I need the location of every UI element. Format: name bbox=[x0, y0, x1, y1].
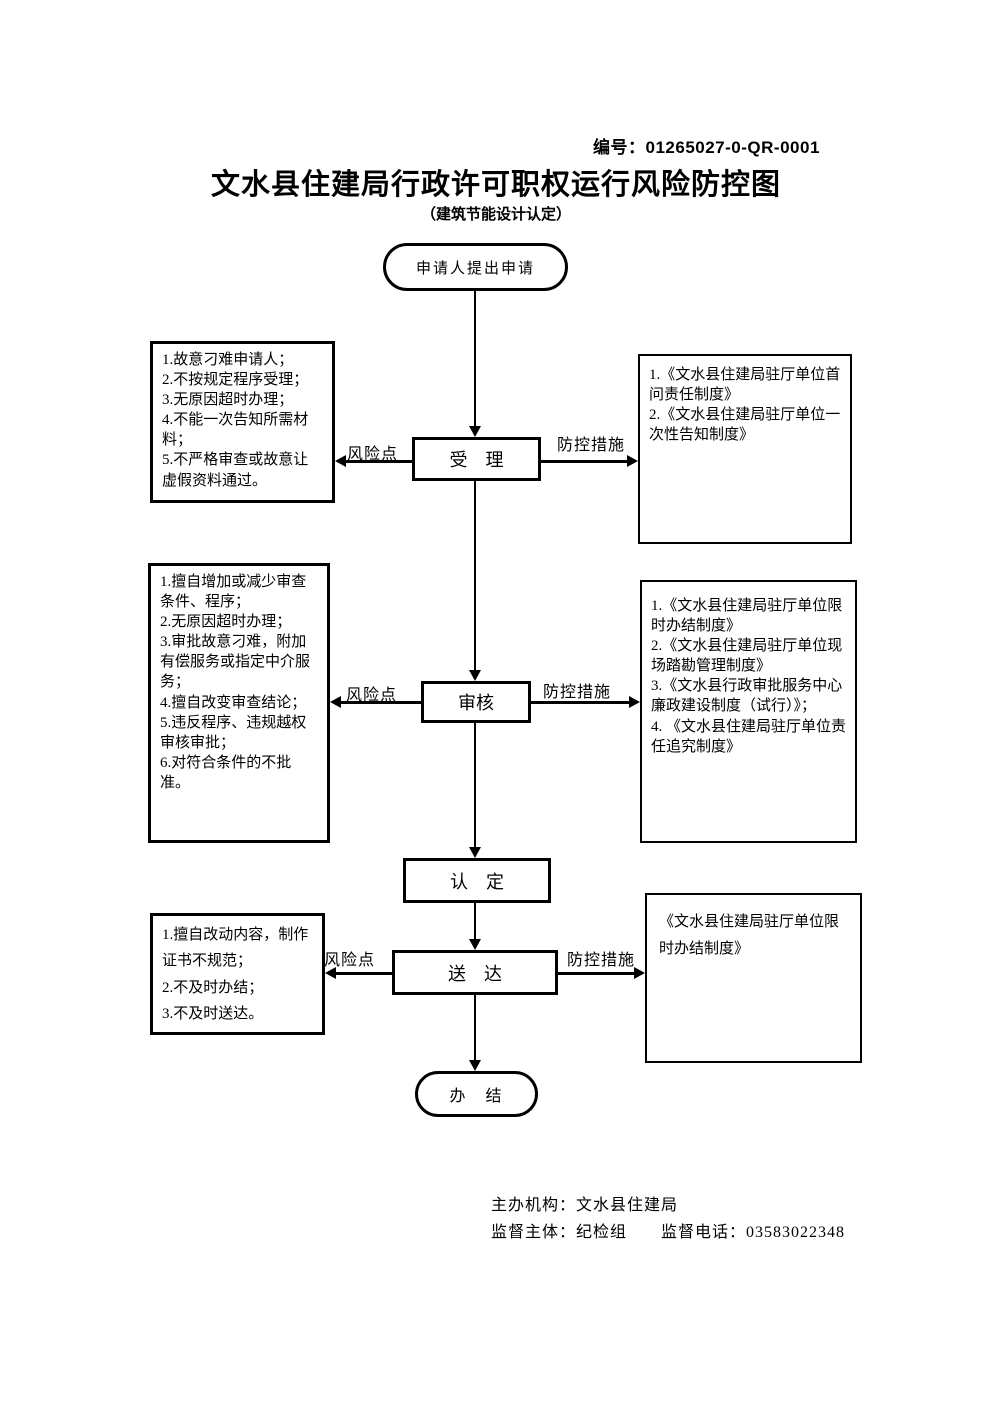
control-measure-label: 防控措施 bbox=[543, 684, 612, 701]
page-subtitle: （建筑节能设计认定） bbox=[420, 206, 571, 223]
connector-review-to-measure bbox=[531, 701, 629, 704]
arrow-left-icon bbox=[330, 696, 341, 708]
measure-box-accept: 1.《文水县住建局驻厅单位首问责任制度》 2.《文水县住建局驻厅单位一次性告知制… bbox=[638, 354, 852, 544]
arrow-right-icon bbox=[634, 967, 645, 979]
connector-review-to-determine bbox=[474, 723, 476, 847]
measure-box-review: 1.《文水县住建局驻厅单位限时办结制度》 2.《文水县住建局驻厅单位现场踏勘管理… bbox=[640, 580, 857, 843]
arrow-right-icon bbox=[627, 455, 638, 467]
arrow-down-icon bbox=[469, 939, 481, 950]
arrow-right-icon bbox=[629, 696, 640, 708]
arrow-down-icon bbox=[469, 426, 481, 437]
risk-box-accept: 1.故意刁难申请人； 2.不按规定程序受理； 3.无原因超时办理； 4.不能一次… bbox=[150, 341, 335, 503]
connector-accept-to-review bbox=[474, 481, 476, 670]
connector-deliver-to-end bbox=[474, 995, 476, 1060]
risk-point-label: 风险点 bbox=[346, 687, 398, 704]
arrow-down-icon bbox=[469, 1060, 481, 1071]
process-box-deliver: 送 达 bbox=[392, 950, 558, 995]
arrow-left-icon bbox=[335, 455, 346, 467]
flow-end-label: 办 结 bbox=[449, 1088, 504, 1105]
process-label-determine: 认 定 bbox=[450, 871, 504, 892]
footer-host-org: 主办机构：文水县住建局 bbox=[491, 1197, 679, 1214]
process-box-review: 审核 bbox=[421, 681, 531, 723]
footer-supervisor: 监督主体：纪检组 监督电话：03583022348 bbox=[491, 1224, 846, 1241]
process-box-determine: 认 定 bbox=[403, 858, 551, 903]
doc-number: 编号：01265027-0-QR-0001 bbox=[593, 138, 820, 157]
risk-box-deliver: 1.擅自改动内容，制作证书不规范； 2.不及时办结； 3.不及时送达。 bbox=[150, 913, 325, 1035]
risk-point-label: 风险点 bbox=[324, 952, 376, 969]
connector-determine-to-deliver bbox=[474, 903, 476, 939]
risk-box-review: 1.擅自增加或减少审查条件、程序； 2.无原因超时办理； 3.审批故意刁难，附加… bbox=[148, 563, 330, 843]
flow-start-label: 申请人提出申请 bbox=[415, 260, 535, 277]
process-label-deliver: 送 达 bbox=[448, 963, 502, 984]
arrow-down-icon bbox=[469, 847, 481, 858]
process-box-accept: 受 理 bbox=[412, 437, 541, 481]
flow-start-terminator: 申请人提出申请 bbox=[383, 243, 568, 291]
connector-start-to-accept bbox=[474, 290, 476, 426]
process-label-review: 审核 bbox=[458, 693, 494, 713]
measure-box-deliver: 《文水县住建局驻厅单位限时办结制度》 bbox=[645, 893, 862, 1063]
connector-accept-to-measure bbox=[541, 460, 627, 463]
connector-accept-to-risk bbox=[346, 460, 412, 463]
flow-end-terminator: 办 结 bbox=[415, 1071, 538, 1117]
control-measure-label: 防控措施 bbox=[567, 952, 636, 969]
arrow-down-icon bbox=[469, 670, 481, 681]
process-label-accept: 受 理 bbox=[449, 450, 504, 470]
connector-review-to-risk bbox=[341, 701, 421, 704]
connector-deliver-to-measure bbox=[558, 972, 634, 975]
control-measure-label: 防控措施 bbox=[557, 437, 626, 454]
connector-deliver-to-risk bbox=[336, 972, 392, 975]
arrow-left-icon bbox=[325, 967, 336, 979]
risk-point-label: 风险点 bbox=[347, 446, 399, 463]
page-title: 文水县住建局行政许可职权运行风险防控图 bbox=[210, 169, 781, 201]
